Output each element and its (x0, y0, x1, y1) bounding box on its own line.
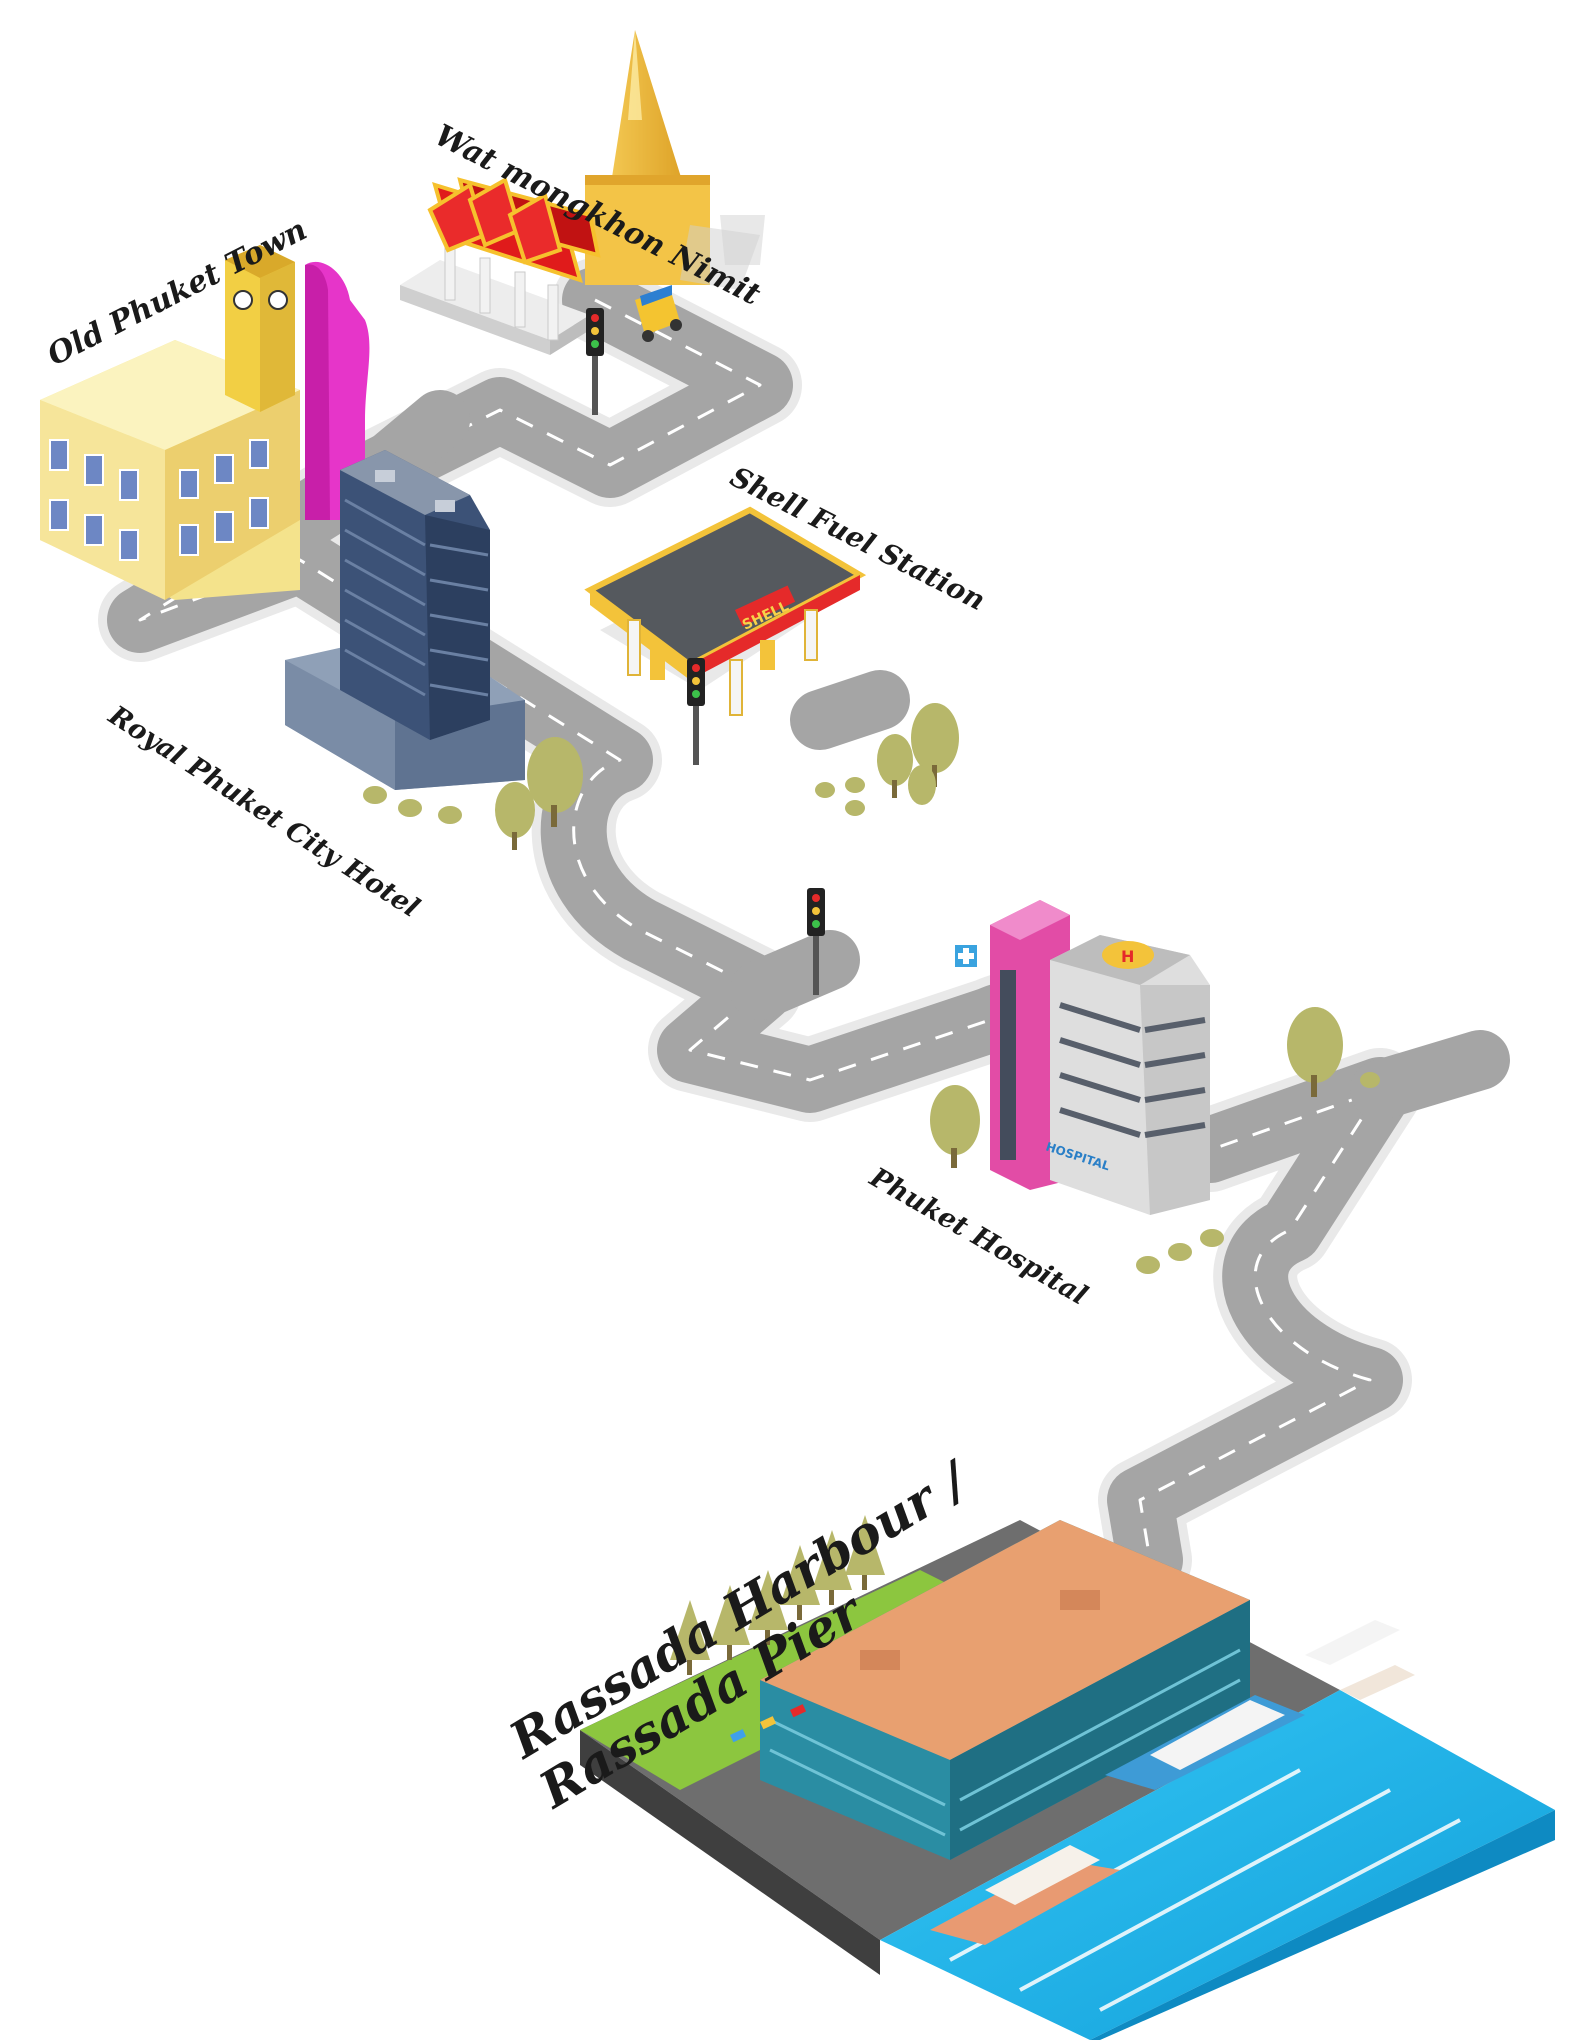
boat-icon (1105, 1695, 1305, 1790)
traffic-light-icon (807, 888, 825, 995)
tree-icon (710, 1585, 750, 1660)
tree-icon (1287, 1007, 1343, 1097)
boat-icon (930, 1845, 1120, 1945)
tuk-tuk-icon (635, 285, 682, 342)
helipad-icon: H (1102, 941, 1154, 969)
tree-icon (670, 1600, 710, 1675)
royal-phuket-city-hotel (285, 450, 525, 790)
old-phuket-town (40, 245, 370, 600)
tree-icon (495, 782, 535, 850)
tree-icon (877, 734, 913, 798)
traffic-light-icon (687, 658, 705, 765)
traffic-light-icon (586, 308, 604, 415)
rassada-harbour (580, 1520, 1555, 2040)
tree-icon (930, 1085, 980, 1168)
wat-mongkhon-nimit (400, 30, 765, 355)
tree-icon (908, 765, 936, 805)
phuket-hospital: H HOSPITAL (955, 900, 1210, 1215)
helipad-mark: H (1121, 947, 1134, 966)
tree-icon (812, 1530, 852, 1605)
tree-icon (780, 1545, 820, 1620)
tree-icon (748, 1570, 788, 1645)
tree-icon (845, 1515, 885, 1590)
tree-icon (527, 737, 583, 827)
boat-icon (1305, 1620, 1415, 1700)
shell-fuel-station: SHELL (584, 506, 867, 716)
